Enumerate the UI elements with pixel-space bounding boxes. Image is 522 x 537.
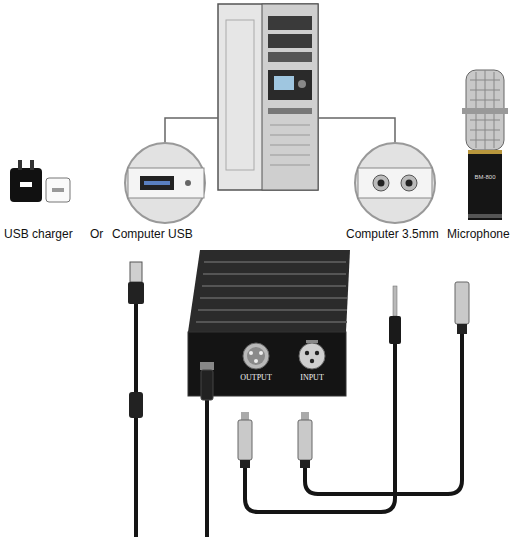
device-label: Or [90,228,103,242]
model-label: BM-800 [474,174,495,181]
device-label: USB charger [4,228,73,242]
audio-plug [389,286,401,344]
device-label: Microphone [447,228,510,242]
audio-jack-zoom [355,143,435,223]
xlr-female-plug [455,282,469,334]
port-label: OUTPUT [240,373,272,382]
cables [136,304,462,537]
device-label: Computer USB [112,228,193,242]
xlr-male-plug [238,412,312,468]
mini-usb-plug [201,370,213,400]
usb-port-zoom [125,143,205,223]
usb-plug [128,262,144,418]
leader-line [318,118,395,143]
computer-tower [218,4,318,190]
port-label: INPUT [300,373,324,382]
device-label: Computer 3.5mm [346,228,439,242]
usb-charger-icon [10,160,70,202]
leader-line [165,118,218,143]
microphone-illustration [462,70,508,220]
